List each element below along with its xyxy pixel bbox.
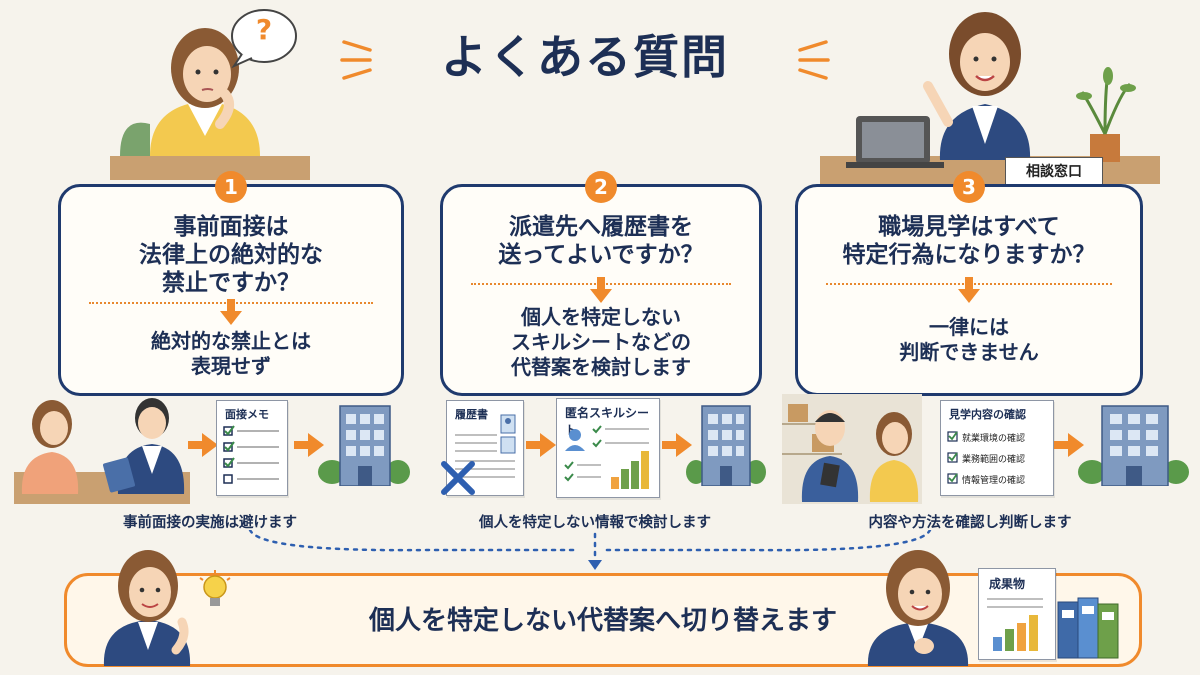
speech-bubble-icon (231, 9, 297, 68)
conclusion-banner: 個人を特定しない代替案へ切り替えます (64, 573, 1142, 667)
building-icon (686, 405, 766, 486)
skill-chart-icon (564, 425, 649, 489)
visit-item: 業務範囲の確認 (962, 455, 1026, 465)
arrow-down-icon (220, 299, 242, 325)
arrow-down-icon (958, 277, 980, 303)
consultation-desk-sign: 相談窓口 (1005, 157, 1103, 187)
interview-scene-illustration (14, 398, 190, 504)
idea-woman-illustration (103, 550, 191, 666)
conclusion-text: 個人を特定しない代替案へ切り替えます (368, 606, 837, 636)
arrow-down-icon (590, 277, 612, 303)
title-accent-right-icon (798, 40, 830, 80)
checkbox-icons (947, 431, 958, 484)
card-question: 職場見学はすべて特定行為になりますか？ (842, 214, 1096, 268)
visit-item: 就業環境の確認 (962, 434, 1026, 444)
card-number-badge: 2 (585, 171, 617, 203)
binders-icon (1057, 597, 1119, 659)
thinking-woman-illustration (110, 28, 310, 180)
question-mark: ? (255, 13, 273, 46)
faq-card-1: 1 事前面接は法律上の絶対的な禁止ですか？ 絶対的な禁止とは表現せず (58, 171, 404, 396)
page-title: よくある質問 (441, 30, 729, 84)
arrow-right-icon (188, 433, 218, 457)
card-question: 事前面接は法律上の絶対的な禁止ですか？ (139, 214, 323, 296)
dotted-connector-lines (248, 530, 932, 570)
resume-lines-icon (455, 414, 516, 478)
card-answer: 個人を特定しないスキルシートなどの代替案を検討します (511, 305, 691, 379)
confident-woman-illustration (867, 550, 969, 666)
caption-2: 個人を特定しない情報で検討します (479, 515, 711, 531)
card-number-badge: 1 (215, 171, 247, 203)
caption-1: 事前面接の実施は避けます (123, 515, 297, 531)
building-icon (318, 405, 410, 486)
title-accent-left-icon (340, 40, 372, 80)
lightbulb-icon (199, 570, 231, 606)
card-answer: 絶対的な禁止とは表現せず (151, 329, 311, 378)
deliverable-title: 成果物 (989, 577, 1026, 591)
checklist-icon (223, 425, 279, 484)
consultant-desk-illustration (820, 12, 1160, 184)
workplace-visit-illustration (782, 394, 922, 504)
faq-card-3: 3 職場見学はすべて特定行為になりますか？ 一律には判断できません (795, 171, 1143, 396)
card-answer: 一律には判断できません (899, 315, 1039, 364)
memo-title: 面接メモ (225, 408, 269, 421)
caption-3: 内容や方法を確認し判断します (868, 515, 1072, 531)
arrow-right-icon (526, 433, 556, 457)
deliverable-document: 成果物 (978, 568, 1056, 660)
resume-title: 履歴書 (455, 408, 488, 421)
arrow-right-icon (662, 433, 692, 457)
card-question: 派遣先へ履歴書を送ってよいですか？ (498, 214, 704, 268)
arrow-right-icon (294, 433, 324, 457)
arrow-right-icon (1054, 433, 1084, 457)
building-icon (1078, 405, 1189, 486)
faq-card-2: 2 派遣先へ履歴書を送ってよいですか？ 個人を特定しないスキルシートなどの代替案… (440, 171, 762, 396)
anonymous-skill-sheet-document: 匿名スキルシート (556, 398, 660, 498)
visit-item: 情報管理の確認 (962, 476, 1026, 486)
bar-chart-icon (987, 598, 1043, 651)
visit-checklist-title: 見学内容の確認 (949, 408, 1026, 421)
visit-checklist-document: 見学内容の確認 就業環境の確認 業務範囲の確認 情報管理の確認 (940, 400, 1054, 496)
interview-memo-document: 面接メモ (216, 400, 288, 496)
card-number-badge: 3 (953, 171, 985, 203)
cross-mark-icon (441, 461, 475, 495)
